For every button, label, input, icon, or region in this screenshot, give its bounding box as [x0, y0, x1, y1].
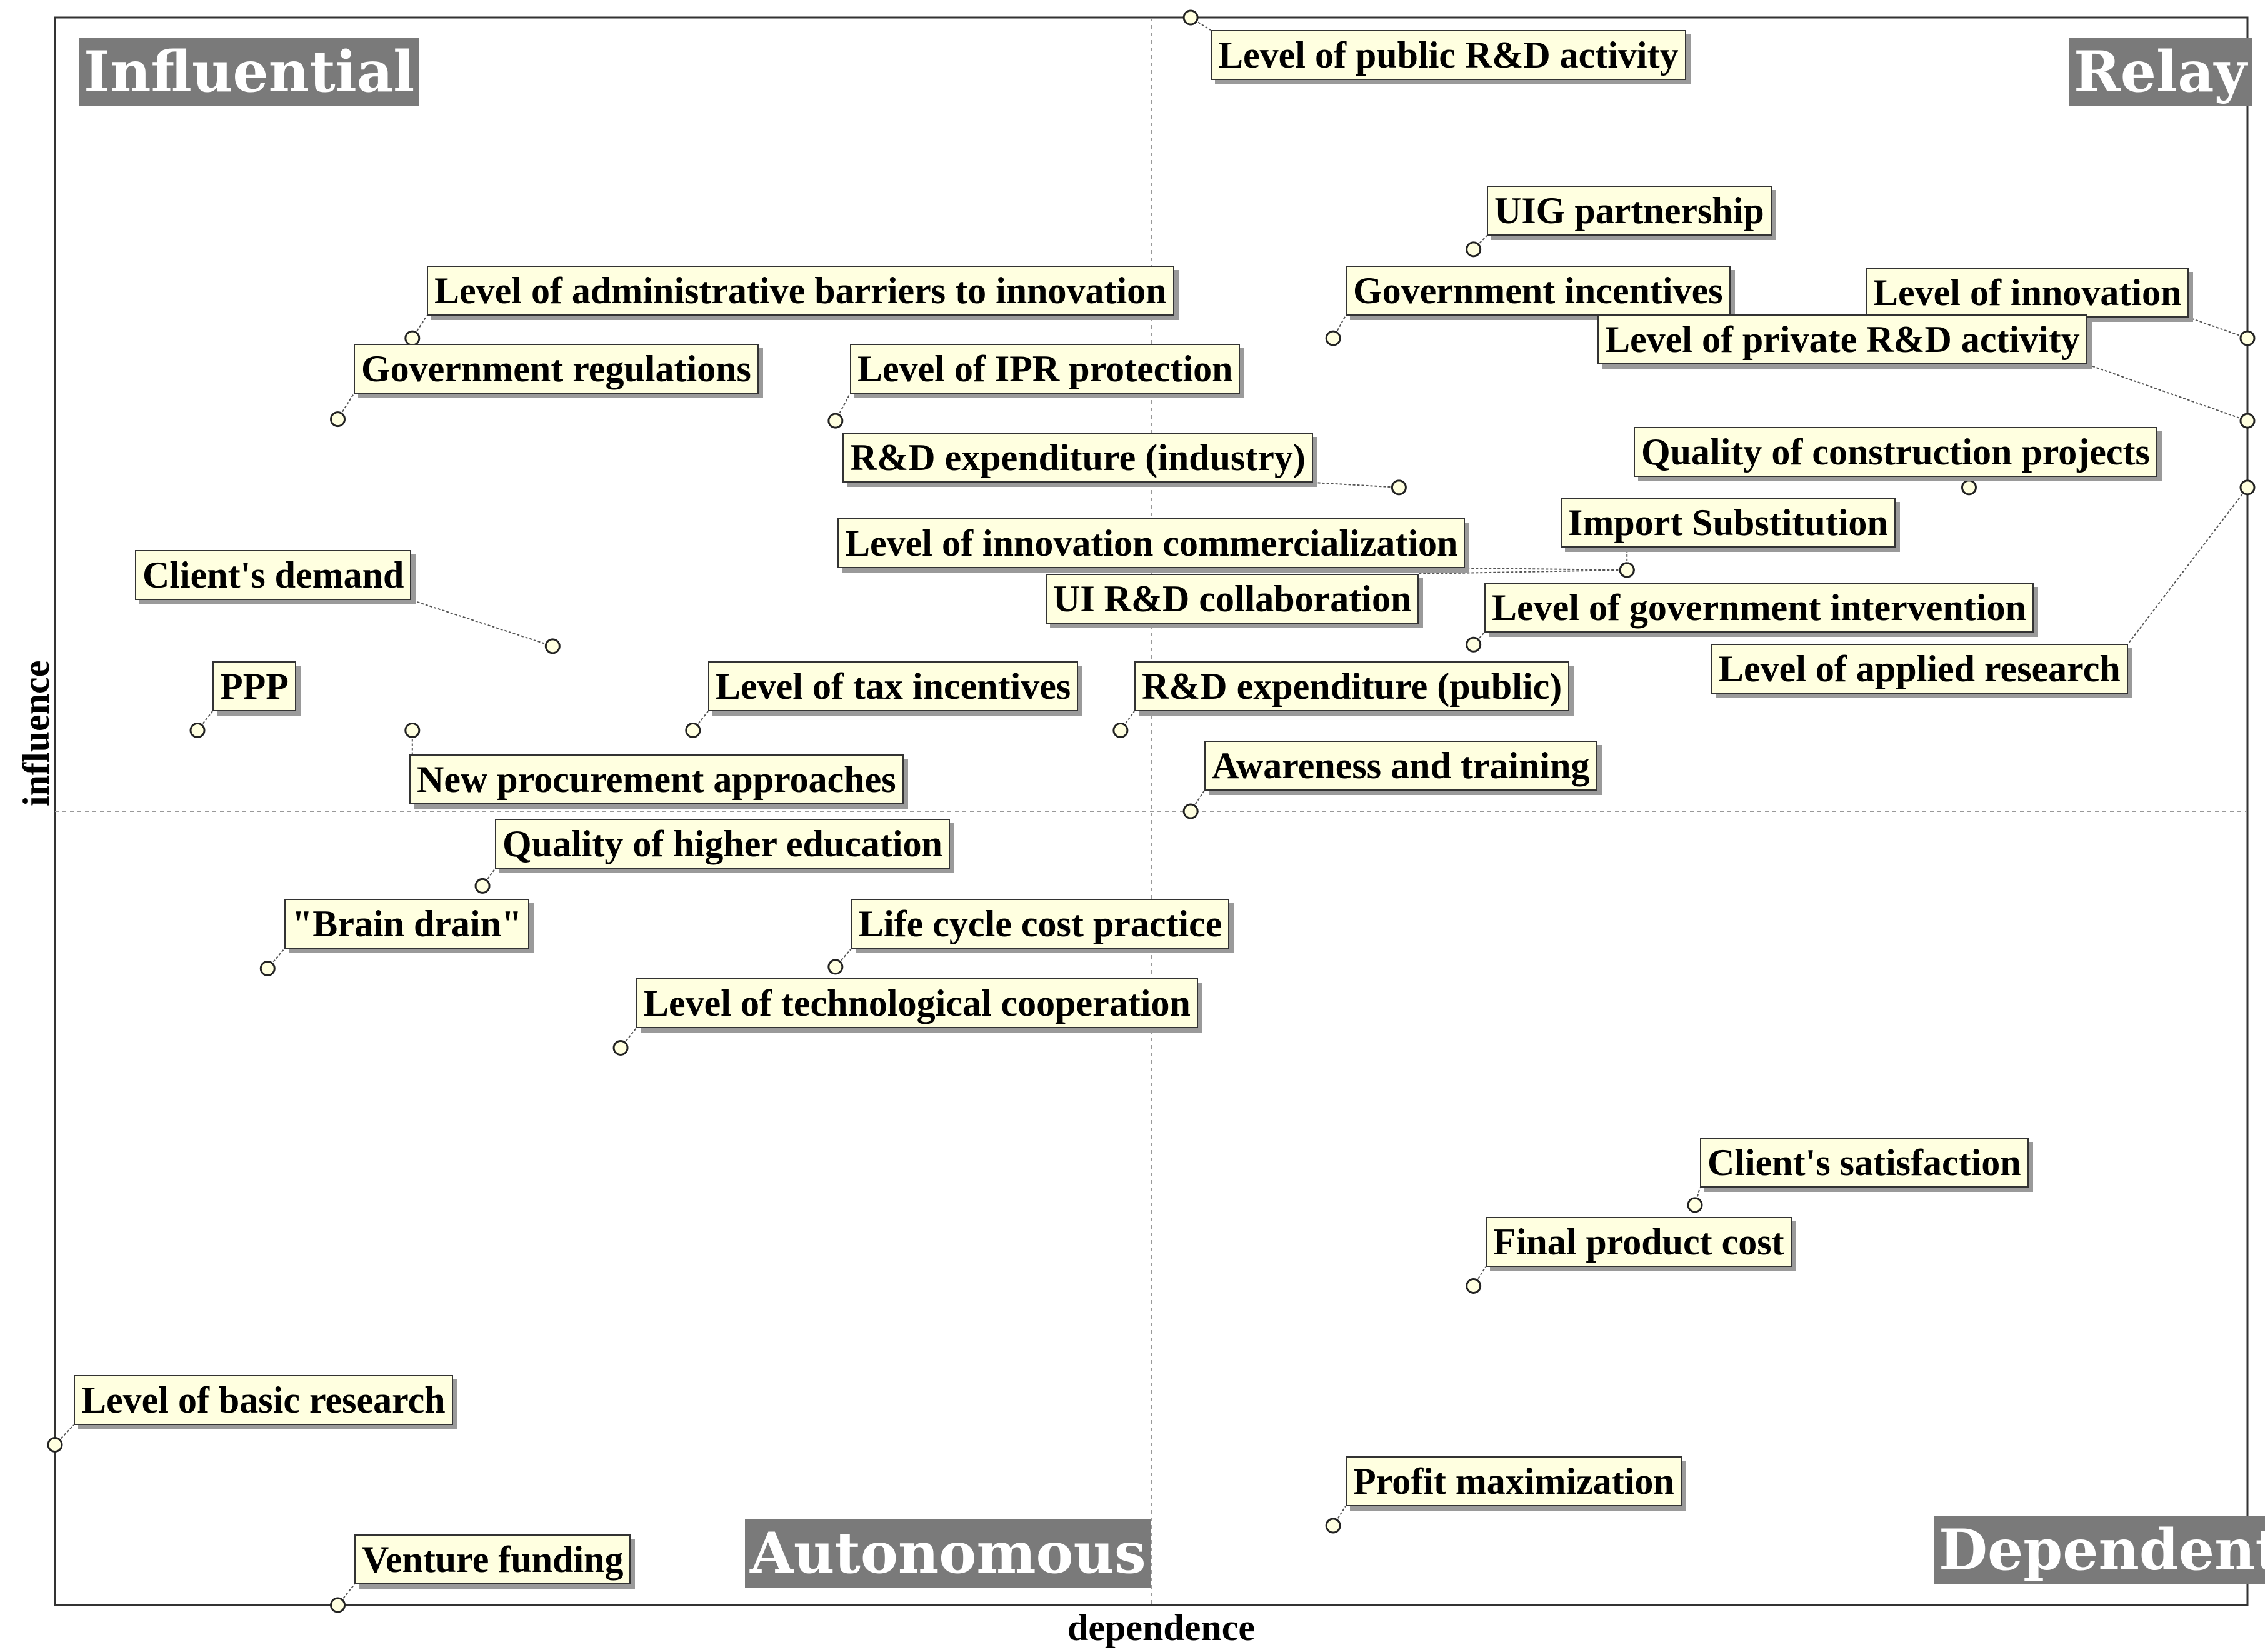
leader-line — [1694, 1187, 1701, 1206]
data-point — [330, 411, 346, 428]
leader-line — [2188, 317, 2248, 339]
data-point — [1687, 1197, 1703, 1213]
point-label: Level of technological cooperation — [636, 978, 1198, 1028]
point-label: Profit maximization — [1346, 1456, 1682, 1506]
point-label: UIG partnership — [1487, 186, 1772, 236]
data-point — [685, 722, 701, 738]
point-label: Client's satisfaction — [1700, 1138, 2029, 1188]
data-point — [1961, 479, 1977, 496]
point-label: New procurement approaches — [409, 754, 904, 804]
point-label: Level of applied research — [1711, 644, 2128, 694]
point-label: Client's demand — [135, 550, 412, 600]
data-point — [47, 1436, 63, 1453]
data-point — [1466, 241, 1482, 258]
data-point — [1112, 722, 1129, 738]
point-label: Venture funding — [354, 1534, 631, 1584]
point-label: Level of basic research — [74, 1375, 453, 1425]
point-label: Awareness and training — [1204, 741, 1598, 791]
data-point — [1182, 803, 1199, 819]
data-point — [1325, 1518, 1341, 1534]
data-point — [828, 959, 844, 975]
point-label: "Brain drain" — [284, 899, 530, 949]
point-label: Level of tax incentives — [708, 661, 1079, 711]
quadrant-label-dependent: Dependent — [1934, 1516, 2265, 1584]
leader-line — [2087, 364, 2248, 422]
point-label: Level of IPR protection — [850, 344, 1241, 394]
data-point — [404, 330, 421, 346]
point-label: PPP — [212, 661, 296, 711]
data-point — [2239, 479, 2256, 496]
point-label: Government incentives — [1346, 266, 1731, 316]
leader-line — [1312, 482, 1399, 488]
quadrant-label-influential: Influential — [79, 38, 420, 106]
data-point — [2239, 413, 2256, 429]
quadrant-label-autonomous: Autonomous — [745, 1519, 1151, 1588]
point-label: Government regulations — [354, 344, 759, 394]
point-label: Level of innovation — [1866, 268, 2189, 318]
data-point — [330, 1597, 346, 1613]
leader-line — [1190, 17, 1211, 31]
point-label: Level of public R&D activity — [1211, 30, 1686, 80]
point-label: R&D expenditure (public) — [1134, 661, 1570, 711]
x-axis-label: dependence — [1068, 1607, 1255, 1648]
data-point — [1466, 636, 1482, 653]
data-point — [828, 413, 844, 429]
leader-line — [1332, 1506, 1346, 1526]
data-point — [1619, 562, 1635, 578]
point-label: UI R&D collaboration — [1046, 574, 1419, 624]
point-label: Level of innovation commercialization — [838, 518, 1466, 568]
leader-line — [1472, 235, 1488, 250]
data-point — [189, 722, 206, 738]
point-label: Final product cost — [1486, 1217, 1792, 1267]
point-label: Level of government intervention — [1484, 583, 2034, 633]
point-label: Level of administrative barriers to inno… — [427, 266, 1174, 316]
leader-line — [411, 599, 553, 647]
point-label: Life cycle cost practice — [851, 899, 1230, 949]
point-label: R&D expenditure (industry) — [842, 433, 1313, 483]
data-point — [1182, 9, 1199, 26]
data-point — [1325, 330, 1341, 346]
point-label: Import Substitution — [1561, 498, 1896, 548]
data-point — [612, 1039, 629, 1056]
leader-line — [2128, 487, 2248, 644]
data-point — [474, 878, 491, 894]
point-label: Quality of higher education — [495, 819, 950, 869]
leader-line — [482, 868, 496, 886]
point-label: Quality of construction projects — [1634, 427, 2158, 477]
data-point — [2239, 330, 2256, 346]
leader-line — [835, 948, 852, 968]
data-point — [544, 638, 561, 654]
y-axis-label: influence — [16, 660, 57, 806]
point-label: Level of private R&D activity — [1598, 314, 2088, 364]
leader-line — [1120, 711, 1135, 731]
leader-line — [1472, 1266, 1486, 1286]
data-point — [404, 722, 421, 738]
data-point — [259, 960, 276, 976]
data-point — [1391, 479, 1407, 496]
quadrant-label-relay: Relay — [2069, 38, 2252, 106]
leader-line — [1472, 632, 1485, 645]
leader-line — [1464, 568, 1628, 571]
data-point — [1466, 1278, 1482, 1294]
